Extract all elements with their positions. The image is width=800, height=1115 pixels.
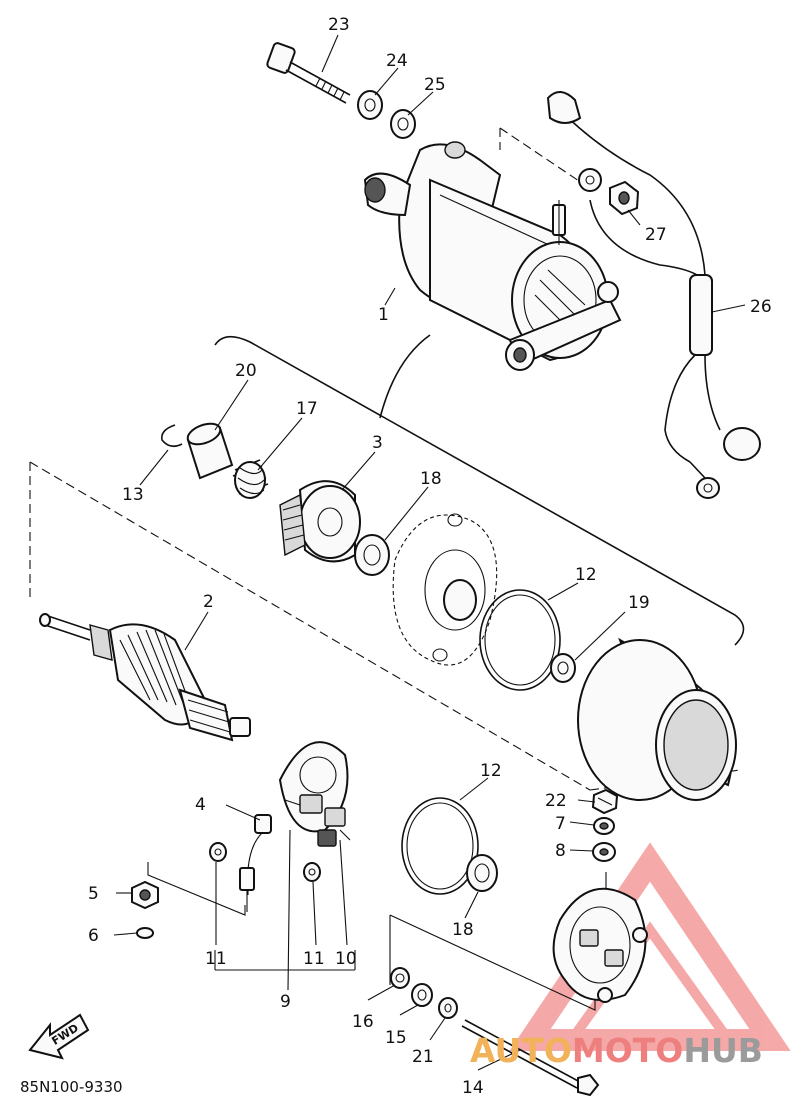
callout-6: 6 [88,926,99,946]
callout-3: 3 [372,433,383,453]
forward-arrow-icon: FWD [28,1013,90,1060]
callout-7: 7 [555,814,566,834]
svg-text:AUTOMOTOHUB: AUTOMOTOHUB [470,1031,763,1070]
part-2-armature [39,613,251,742]
callout-22: 22 [545,791,567,811]
part-23-bolt [266,42,351,104]
part-26-starter-lead [546,91,761,499]
callout-14: 14 [462,1078,484,1098]
part-11-washer-right [303,862,321,882]
callout-11-left: 11 [205,949,227,969]
callout-labels: 23 24 25 27 26 1 20 17 3 13 18 12 19 2 4… [88,15,772,1098]
part-12-o-ring-upper [479,589,561,691]
part-27-nut [609,180,640,216]
part-19-washer [550,653,576,683]
part-14-through-bolt [461,1019,600,1097]
callout-18-lower: 18 [452,920,474,940]
part-5-nut [131,880,159,910]
part-1-starter-motor [363,141,622,371]
part-11-washer-left [209,842,227,862]
callout-17: 17 [296,399,318,419]
part-13-circlip [160,424,183,448]
part-6-washer [136,927,154,939]
callout-18-upper: 18 [420,469,442,489]
part-7-nut [593,817,615,835]
callout-16: 16 [352,1012,374,1032]
part-21-washer [438,997,458,1019]
callout-10: 10 [335,949,357,969]
callout-9: 9 [280,992,291,1012]
callout-24: 24 [386,51,408,71]
callout-4: 4 [195,795,206,815]
callout-27: 27 [645,225,667,245]
part-24-lock-washer [357,90,383,120]
part-18-washer-upper [354,534,390,576]
yoke-housing [577,637,737,801]
callout-5: 5 [88,884,99,904]
front-cover [392,513,498,666]
watermark-part1: AUTO [470,1031,572,1070]
part-20-collar [186,422,234,480]
part-4-brush-set [239,814,272,912]
part-9-brush-holder [278,741,351,847]
watermark-part3: HUB [683,1031,763,1070]
callout-12-upper: 12 [575,565,597,585]
rear-cover [552,872,648,1003]
callout-2: 2 [203,592,214,612]
callout-20: 20 [235,361,257,381]
callout-15: 15 [385,1028,407,1048]
part-17-spring [232,459,269,499]
callout-21: 21 [412,1047,434,1067]
part-3-clutch [279,480,361,563]
callout-1: 1 [378,305,389,325]
part-16-washer [390,967,410,989]
callout-23: 23 [328,15,350,35]
diagram-code: 85N100-9330 [20,1078,123,1096]
callout-25: 25 [424,75,446,95]
part-8-bushing [592,842,616,862]
part-25-washer [390,109,416,139]
leader-lines [113,34,746,1071]
callout-19: 19 [628,593,650,613]
callout-11-right: 11 [303,949,325,969]
part-22-terminal-bolt [591,788,619,815]
watermark-part2: MOTO [572,1031,683,1070]
part-15-washer [411,983,433,1007]
part-12-o-ring-lower [401,797,479,895]
callout-8: 8 [555,841,566,861]
watermark-text: AUTOMOTOHUB [470,1031,763,1070]
part-18-washer-lower [466,854,498,892]
callout-13: 13 [122,485,144,505]
callout-26: 26 [750,297,772,317]
callout-12-lower: 12 [480,761,502,781]
